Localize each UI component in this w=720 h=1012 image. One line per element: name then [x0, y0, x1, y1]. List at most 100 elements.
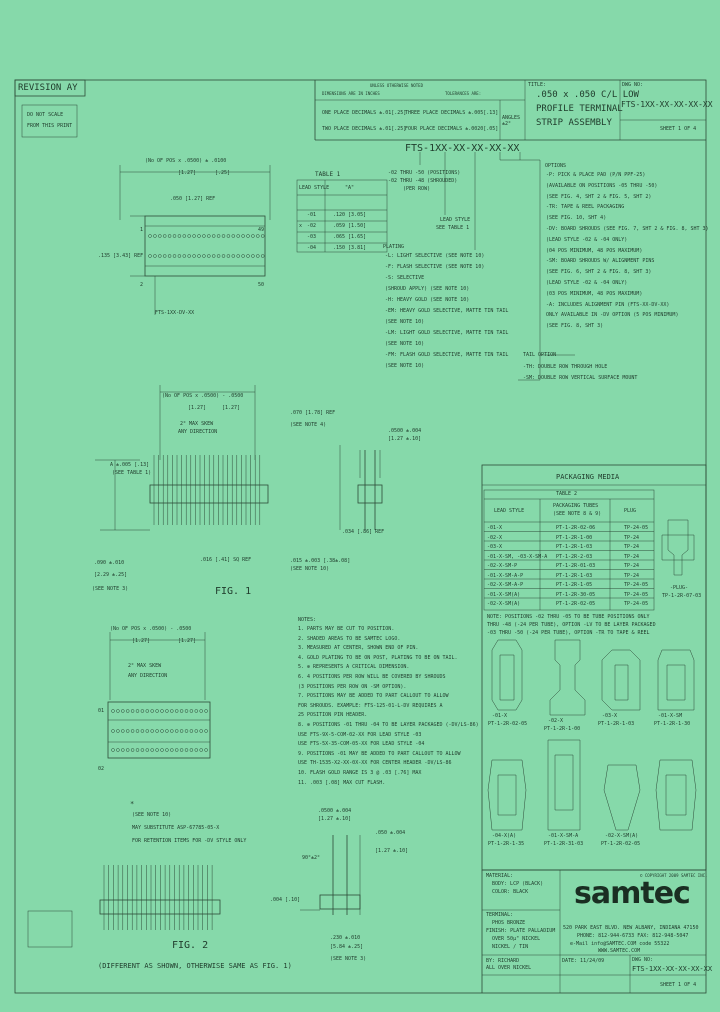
fig2-d004: .004 [.10] [270, 897, 301, 903]
pin-dot [148, 254, 152, 258]
packaging-tube-part: PT-1-2R-2-03 [556, 553, 593, 560]
dwg-no: FTS-1XX-XX-XX-XX-XX [621, 100, 713, 109]
pin-dot [135, 748, 140, 752]
pin-dot [155, 748, 159, 752]
fig1-see-note3: (SEE NOTE 3) [92, 586, 129, 592]
pin-dot [226, 234, 231, 238]
note-item: 25 POSITION PIN HEADER. [298, 712, 368, 719]
pin-dot [174, 729, 179, 733]
pin-dot [111, 748, 115, 752]
fig1-ref070: .070 [1.78] REF [290, 410, 336, 416]
pin-dot [165, 729, 169, 733]
plating-item: (SEE NOTE 10) [385, 319, 425, 325]
packaging-tube-part: PT-1-2R-1-03 [556, 544, 593, 550]
pin-dot [116, 729, 120, 733]
fig1-pos-formula2: (No OF POS x .0500) - .0500 [162, 393, 244, 399]
fig2-pm1: [1.27] [132, 638, 151, 644]
pin-dot [246, 234, 250, 238]
pin-dot [184, 729, 189, 733]
option-item: (SEE FIG. 6, SHT 2 & FIG. 8, SHT 3) [546, 269, 652, 276]
option-item: -DV: BOARD SHROUDS (SEE FIG. 7, SHT 2 & … [546, 226, 709, 232]
plating-item: -S: SELECTIVE [385, 275, 425, 281]
pin-dot [116, 748, 120, 752]
tube-part: PT-1-2R-1-30 [654, 721, 691, 727]
pin-dot [153, 234, 157, 238]
pin-dot [125, 729, 130, 733]
note-item: 10. FLASH GOLD RANGE IS 3 @ .03 [.76] MA… [298, 770, 422, 776]
pin-dot [162, 234, 167, 238]
fig1-skew-dir: ANY DIRECTION [178, 429, 218, 435]
packaging-title: PACKAGING MEDIA [556, 473, 620, 481]
fig1-height: .135 [3.43] REF [98, 253, 144, 259]
tube-name: -01-X-SM [658, 713, 683, 719]
packaging-tube-part: PT-1-2R-1-05 [556, 582, 593, 588]
tail-option-label: TAIL OPTION [523, 352, 557, 358]
pin-dot [158, 254, 162, 258]
fig1-dim050: .0500 ±.004 [388, 428, 422, 434]
fig2-note10: (SEE NOTE 10) [132, 812, 172, 818]
material-color: COLOR: BLACK [492, 889, 529, 895]
fig1-note10: (SEE NOTE 10) [290, 566, 330, 572]
finish-line4: ALL OVER NICKEL [486, 965, 532, 971]
pin-dot [202, 234, 206, 238]
pin-dot [145, 709, 150, 713]
pin-dot [145, 748, 150, 752]
option-item: (LEAD STYLE -02 & -04 ONLY) [546, 280, 628, 286]
fig2-retention: FOR RETENTION ITEMS FOR -DV STYLE ONLY [132, 838, 247, 844]
tail-option-1: -TH: DOUBLE ROW THROUGH HOLE [523, 364, 608, 370]
row-item-3: (PER ROW) [403, 186, 431, 192]
fig1-dim090: .090 ±.010 [94, 560, 125, 566]
do-not-scale-line2: FROM THIS PRINT [27, 123, 73, 129]
pin-dot [207, 254, 211, 258]
tb-dwg-no: FTS-1XX-XX-XX-XX-XX [632, 965, 713, 973]
packaging-tube-part: PT-1-2R-02-06 [556, 525, 596, 531]
pin-dot [260, 254, 265, 258]
pin-dot [202, 254, 206, 258]
sheet-number: SHEET 1 OF 4 [660, 126, 697, 132]
tube-part: PT-1-2R-1-03 [598, 721, 635, 727]
table1-a-value: .059 [1.50] [333, 223, 367, 229]
drawn-date: DATE: 11/24/09 [562, 958, 605, 964]
pin-dot [211, 234, 216, 238]
pin-dot [162, 254, 167, 258]
fig2-pos-formula: (No OF POS x .0500) - .0500 [110, 626, 192, 632]
address-line3: e-Mail info@SAMTEC.COM code 55322 [570, 941, 670, 947]
tolerance-title: UNLESS OTHERWISE NOTED [370, 83, 423, 88]
pin-dot [160, 709, 164, 713]
packaging-lead-style: -02-X [487, 534, 503, 541]
dwg-no-label: DWG NO: [622, 82, 644, 88]
fig1-pos-formula: (No OF POS x .0500) ± .0100 [145, 158, 227, 164]
note-item: 2. SHADED AREAS TO BE SAMTEC LOGO. [298, 635, 401, 642]
note-item: 5. ⊕ REPRESENTS A CRITICAL DIMENSION. [298, 664, 410, 671]
pin-dot [155, 729, 159, 733]
plating-item: -FM: FLASH GOLD SELECTIVE, MATTE TIN TAI… [385, 352, 509, 358]
pin-dot [231, 234, 236, 238]
packaging-plug-part: TP-24-05 [624, 601, 649, 607]
option-item: (SEE FIG. 8, SHT 3) [546, 323, 604, 330]
pin-dot [241, 234, 245, 238]
plating-item: (SEE NOTE 10) [385, 363, 425, 369]
address-line2: PHONE: 812-944-6733 FAX: 812-948-5047 [577, 933, 689, 939]
pin-dot [148, 234, 152, 238]
samtec-logo: samtec [574, 876, 691, 911]
fig1-skew: 2° MAX SKEW [180, 421, 214, 427]
pin-dot [204, 729, 208, 733]
pin-dot [174, 709, 179, 713]
pin-dot [130, 709, 135, 713]
pin-dot [182, 234, 187, 238]
angles-tol: ANGLES ±2° [502, 115, 521, 127]
terminal-material: PHOS BRONZE [492, 920, 526, 926]
tail-option-2: -SM: DOUBLE ROW VERTICAL SURFACE MOUNT [523, 375, 638, 381]
pin-dot [121, 709, 125, 713]
packaging-note3: -03 THRU -50 (-24 PER TUBE), OPTION -TR … [487, 630, 650, 636]
tolerance-dims: DIMENSIONS ARE IN INCHES [322, 91, 380, 96]
note-item: 6. 4 POSITIONS PER ROW WILL BE COVERED B… [298, 674, 446, 680]
pin-dot [207, 234, 211, 238]
fig2-p02: 02 [98, 766, 105, 772]
note-item: 3. MEASURED AT CENTER, SHOWN END OF PIN. [298, 645, 419, 652]
tube-part: PT-1-2R-02-05 [601, 841, 641, 847]
fig1-pin50: 50 [258, 282, 265, 288]
pin-dot [172, 254, 177, 258]
material-body: BODY: LCP (BLACK) [492, 881, 544, 887]
pin-dot [251, 254, 255, 258]
